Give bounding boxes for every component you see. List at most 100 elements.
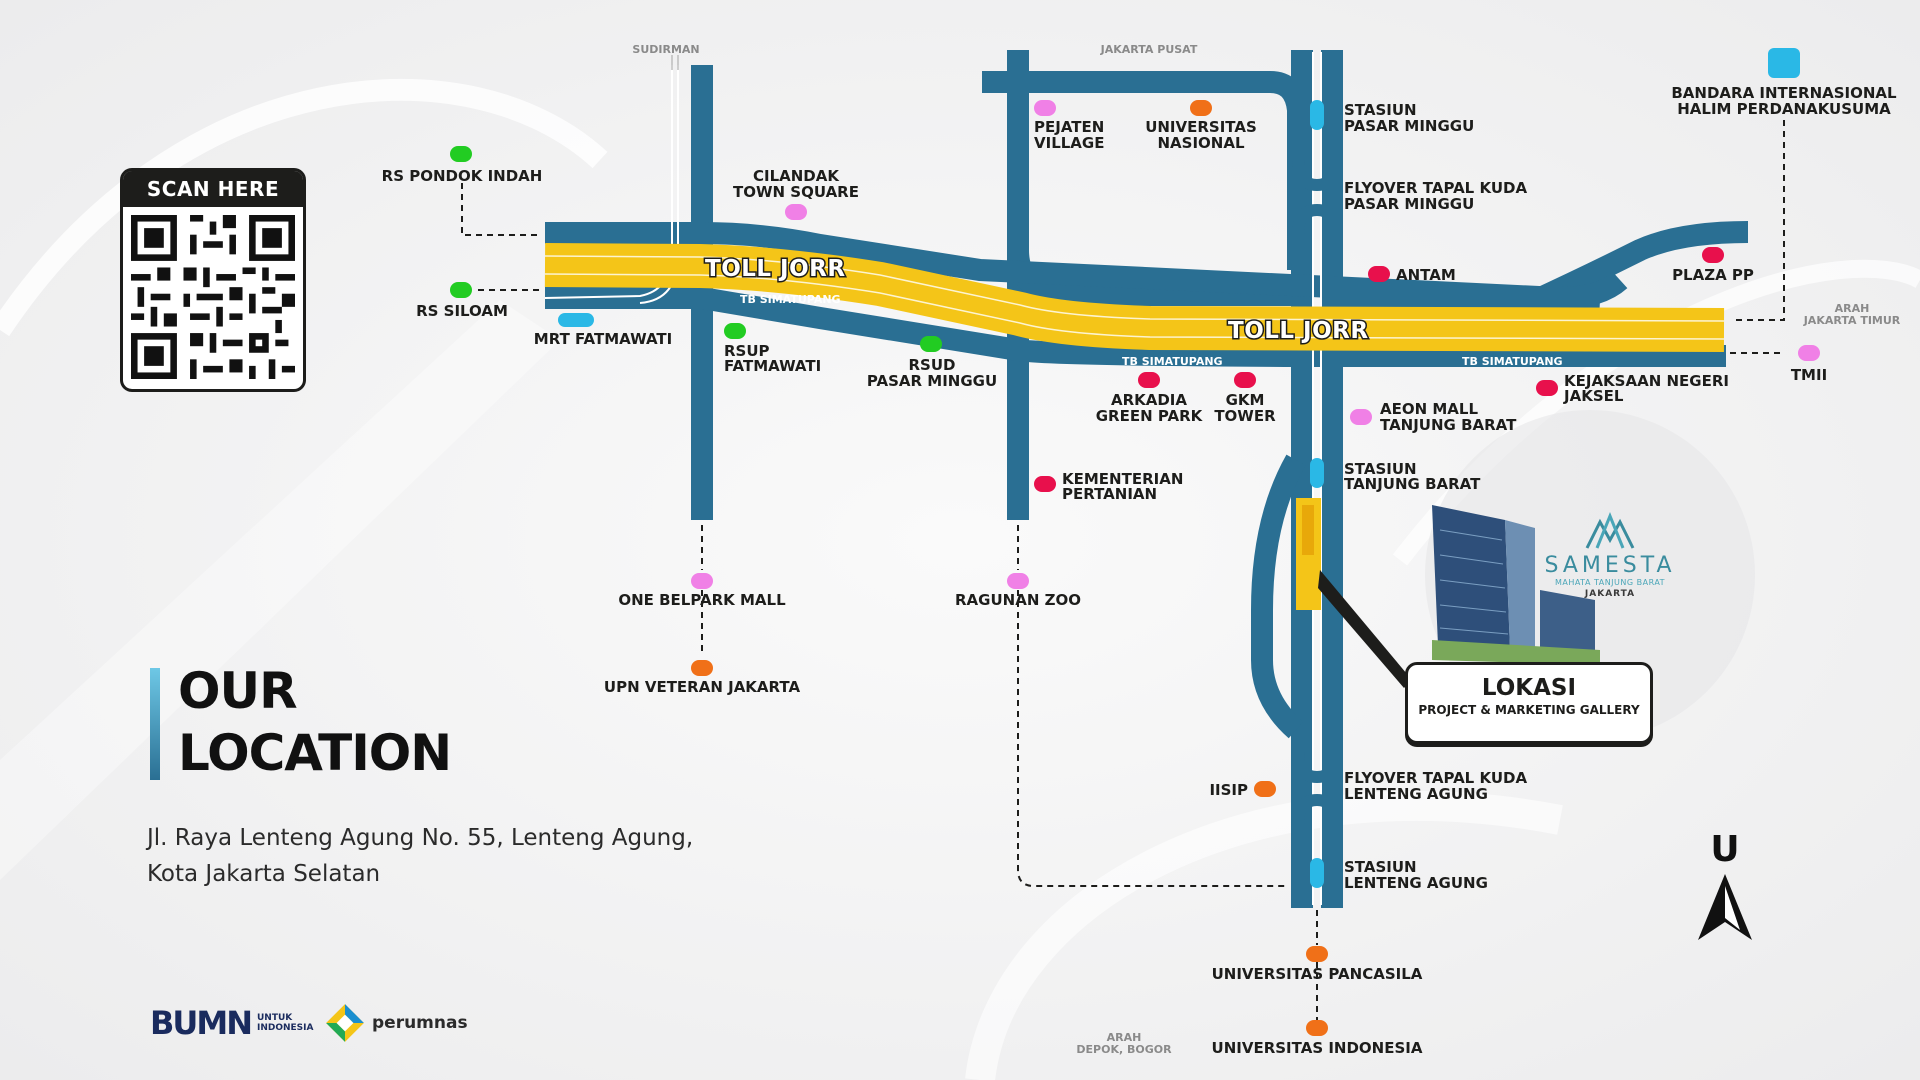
label-pancasila: UNIVERSITAS PANCASILA — [1212, 965, 1423, 983]
label-pejaten-1: PEJATEN — [1034, 118, 1104, 136]
label-kejaksaan-1: KEJAKSAAN NEGERI — [1564, 372, 1729, 390]
mrt-fatmawati-icon — [558, 313, 594, 327]
page-title-line-2: LOCATION — [178, 724, 452, 782]
station-markers — [558, 48, 1800, 888]
label-rsud-1: RSUD — [909, 356, 956, 374]
label-cilandak-1: CILANDAK — [753, 167, 840, 185]
direction-depok-2: DEPOK, BOGOR — [1076, 1043, 1172, 1056]
address-line-1: Jl. Raya Lenteng Agung No. 55, Lenteng A… — [147, 825, 694, 851]
poi-upn-icon — [691, 660, 713, 676]
bumn-logo-sub-2: INDONESIA — [257, 1023, 314, 1033]
airport-icon — [1768, 48, 1800, 78]
label-kejaksaan-2: JAKSEL — [1563, 387, 1624, 405]
bumn-logo-sub-1: UNTUK — [257, 1013, 293, 1023]
label-antam: ANTAM — [1396, 266, 1456, 284]
samesta-logo-icon — [1585, 512, 1635, 549]
poi-rs-pondok-indah-icon — [450, 146, 472, 162]
poi-tmii-icon — [1798, 345, 1820, 361]
brand-city: JAKARTA — [1584, 589, 1636, 599]
perumnas-logo-text: perumnas — [372, 1013, 468, 1033]
bumn-logo-mark: BUMN — [150, 1004, 253, 1042]
label-aeon-2: TANJUNG BARAT — [1380, 416, 1517, 434]
page-title: OUR LOCATION — [178, 660, 452, 784]
label-mrt-fatmawati: MRT FATMAWATI — [534, 330, 672, 348]
direction-sudirman: SUDIRMAN — [632, 43, 699, 56]
railway — [544, 52, 1322, 905]
flyover-lenteng-agung — [1292, 751, 1342, 826]
compass-letter: U — [1710, 829, 1740, 870]
label-one-belpark: ONE BELPARK MALL — [618, 591, 786, 609]
location-callout: LOKASI PROJECT & MARKETING GALLERY — [1405, 662, 1653, 744]
label-upn: UPN VETERAN JAKARTA — [604, 678, 801, 696]
label-gkm-1: GKM — [1226, 391, 1265, 409]
poi-plaza-pp-icon — [1702, 247, 1724, 263]
label-cilandak-2: TOWN SQUARE — [733, 183, 859, 201]
label-ui: UNIVERSITAS INDONESIA — [1212, 1039, 1423, 1057]
tb-simatupang-label-3: TB SIMATUPANG — [1462, 355, 1563, 368]
label-stasiun-la-2: LENTENG AGUNG — [1344, 874, 1488, 892]
north-arrow-icon — [1698, 874, 1752, 940]
address-line-2: Kota Jakarta Selatan — [147, 861, 381, 887]
label-pejaten-2: VILLAGE — [1034, 134, 1104, 152]
poi-ragunan-icon — [1007, 573, 1029, 589]
qr-card[interactable]: SCAN HERE — [120, 168, 306, 392]
poi-unas-icon — [1190, 100, 1212, 116]
brand-tagline: MAHATA TANJUNG BARAT — [1554, 578, 1666, 587]
poi-one-belpark-icon — [691, 573, 713, 589]
poi-iisip-icon — [1254, 781, 1276, 797]
label-stasiun-tb-1: STASIUN — [1344, 460, 1417, 478]
label-rsup-1: RSUP — [724, 342, 770, 360]
label-bandara-1: BANDARA INTERNASIONAL — [1671, 84, 1897, 102]
flyover-pasar-minggu — [1292, 159, 1342, 236]
poi-kementerian-icon — [1034, 476, 1056, 492]
callout-title: LOKASI — [1481, 675, 1577, 701]
label-ragunan: RAGUNAN ZOO — [955, 591, 1081, 609]
label-stasiun-tb-2: TANJUNG BARAT — [1344, 475, 1481, 493]
bumn-logo-sub: UNTUK INDONESIA — [257, 1013, 313, 1033]
samesta-brand: SAMESTA MAHATA TANJUNG BARAT JAKARTA — [1535, 508, 1685, 599]
label-flyover-la-2: LENTENG AGUNG — [1344, 785, 1488, 803]
label-flyover-la-1: FLYOVER TAPAL KUDA — [1344, 769, 1527, 787]
title-accent-bar — [150, 668, 160, 780]
road-plaza-pp-lower — [1332, 271, 1628, 309]
label-flyover-pm-2: PASAR MINGGU — [1344, 195, 1474, 213]
building-illustration — [1432, 505, 1600, 665]
poi-gkm-icon — [1234, 372, 1256, 388]
label-arkadia-1: ARKADIA — [1111, 391, 1187, 409]
station-tanjung-barat-icon — [1310, 458, 1324, 488]
direction-jakarta-timur-2: JAKARTA TIMUR — [1803, 314, 1901, 327]
label-tmii: TMII — [1791, 366, 1827, 384]
toll-label-1: TOLL JORR — [705, 256, 846, 282]
label-iisip: IISIP — [1209, 781, 1248, 799]
poi-rs-siloam-icon — [450, 282, 472, 298]
qr-code-icon[interactable] — [131, 215, 295, 379]
road-tb-simatupang-north — [545, 222, 1601, 311]
page-title-line-1: OUR — [178, 662, 298, 720]
poi-arkadia-icon — [1138, 372, 1160, 388]
poi-cilandak-icon — [785, 204, 807, 220]
label-kementerian-1: KEMENTERIAN — [1062, 470, 1183, 488]
label-stasiun-pm-1: STASIUN — [1344, 101, 1417, 119]
label-unas-2: NASIONAL — [1157, 134, 1244, 152]
north-compass: U — [1690, 830, 1760, 960]
perumnas-logo: perumnas — [324, 1002, 468, 1044]
label-rs-pondok-indah: RS PONDOK INDAH — [382, 167, 543, 185]
label-unas-1: UNIVERSITAS — [1145, 118, 1257, 136]
poi-kejaksaan-icon — [1536, 380, 1558, 396]
poi-pejaten-icon — [1034, 100, 1056, 116]
label-aeon-1: AEON MALL — [1380, 400, 1478, 418]
poi-antam-icon — [1368, 266, 1390, 282]
project-location-marker — [1296, 498, 1412, 688]
poi-aeon-icon — [1350, 409, 1372, 425]
toll-label-2: TOLL JORR — [1228, 318, 1369, 344]
perumnas-logo-icon — [326, 1004, 364, 1042]
label-rs-siloam: RS SILOAM — [416, 302, 508, 320]
connectors — [461, 120, 1785, 1020]
label-flyover-pm-1: FLYOVER TAPAL KUDA — [1344, 179, 1527, 197]
label-kementerian-2: PERTANIAN — [1062, 485, 1157, 503]
tb-simatupang-label-1: TB SIMATUPANG — [740, 293, 841, 306]
qr-title: SCAN HERE — [123, 171, 303, 207]
address: Jl. Raya Lenteng Agung No. 55, Lenteng A… — [147, 820, 693, 892]
label-stasiun-la-1: STASIUN — [1344, 858, 1417, 876]
